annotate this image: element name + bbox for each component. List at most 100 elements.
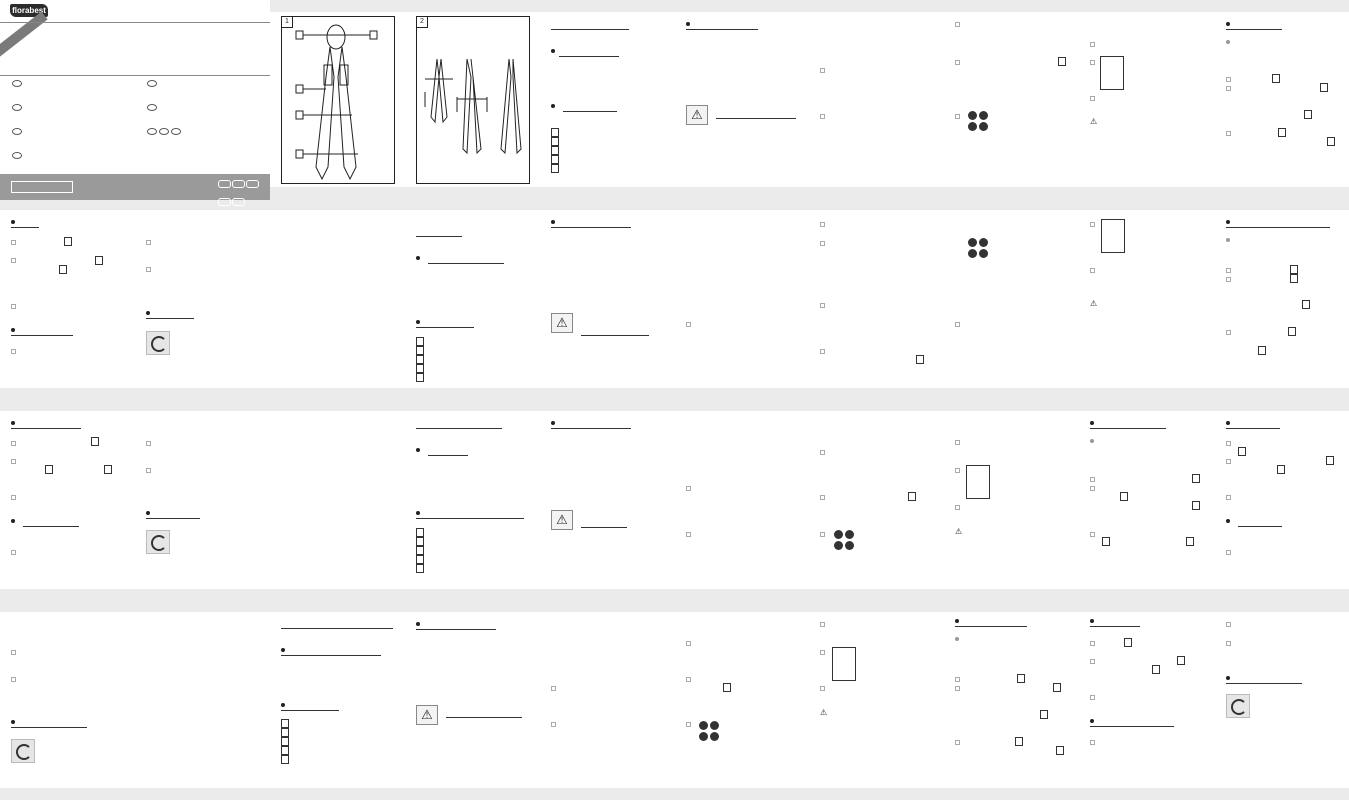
list-marker <box>11 304 16 309</box>
language-codes <box>218 176 260 212</box>
list-marker <box>955 686 960 691</box>
item-number-box <box>416 346 424 355</box>
list-marker <box>1090 659 1095 664</box>
reference-number-box <box>723 683 731 692</box>
list-marker <box>955 114 960 119</box>
item-number-box <box>416 364 424 373</box>
list-marker <box>955 60 960 65</box>
protective-equipment-icon <box>834 530 856 552</box>
item-number-box <box>416 355 424 364</box>
flag-icon <box>12 152 22 159</box>
reference-number-box <box>1258 346 1266 355</box>
item-number-box <box>551 128 559 137</box>
cover-ribbon <box>0 11 48 63</box>
item-number-box <box>281 737 289 746</box>
section-rule <box>581 527 627 528</box>
list-marker <box>146 468 151 473</box>
list-marker <box>1090 42 1095 47</box>
page-band <box>0 187 1349 210</box>
list-marker <box>686 486 691 491</box>
list-marker <box>146 441 151 446</box>
item-number-box <box>551 155 559 164</box>
warning-triangle-icon: ⚠ <box>820 708 828 717</box>
recycle-icon <box>11 739 35 763</box>
list-marker <box>820 349 825 354</box>
item-number-box <box>551 164 559 173</box>
page-band <box>0 388 1349 411</box>
reference-number-box <box>916 355 924 364</box>
bullet-icon <box>281 648 285 652</box>
list-marker <box>820 241 825 246</box>
no-ladder-icon <box>1101 219 1125 253</box>
language-code-badge <box>246 180 259 188</box>
protective-equipment-icon <box>699 721 721 743</box>
section-rule <box>551 29 629 30</box>
reference-number-box <box>1152 665 1160 674</box>
list-marker <box>146 267 151 272</box>
reference-number-box <box>1327 137 1335 146</box>
language-code-badge <box>232 180 245 188</box>
bullet-icon <box>416 256 420 260</box>
list-marker <box>11 495 16 500</box>
list-marker <box>1090 268 1095 273</box>
reference-number-box <box>1015 737 1023 746</box>
reference-number-box <box>1102 537 1110 546</box>
callout-box <box>295 84 304 94</box>
list-marker <box>1090 740 1095 745</box>
language-entry <box>12 152 24 159</box>
cover-footer <box>0 174 270 206</box>
item-number-box <box>416 537 424 546</box>
cover-panel: florabest <box>0 0 270 206</box>
bullet-icon <box>11 220 15 224</box>
reference-number-box <box>1058 57 1066 66</box>
bullet-icon <box>1090 719 1094 723</box>
flag-icon <box>12 104 22 111</box>
list-marker <box>1226 330 1231 335</box>
reference-number-box <box>1326 456 1334 465</box>
reference-number-box <box>1320 83 1328 92</box>
section-rule <box>416 236 462 237</box>
flag-icon <box>171 128 181 135</box>
list-marker <box>1090 695 1095 700</box>
bullet-icon <box>1226 519 1230 523</box>
item-number-box <box>281 719 289 728</box>
list-marker <box>1226 131 1231 136</box>
list-marker <box>686 677 691 682</box>
list-marker <box>955 505 960 510</box>
bullet-dot <box>1090 439 1094 443</box>
item-number-box <box>416 337 424 346</box>
language-entry <box>12 128 24 135</box>
list-marker <box>955 468 960 473</box>
reference-number-box <box>95 256 103 265</box>
bullet-icon <box>1090 421 1094 425</box>
flag-icon <box>147 80 157 87</box>
item-number-box <box>416 373 424 382</box>
flag-icon <box>159 128 169 135</box>
bullet-icon <box>146 511 150 515</box>
reference-number-box <box>1278 128 1286 137</box>
page-band <box>0 788 1349 800</box>
callout-box <box>369 30 378 40</box>
item-number-box <box>281 755 289 764</box>
language-entry <box>147 104 159 111</box>
figure-number: 2 <box>417 17 428 28</box>
list-marker <box>11 650 16 655</box>
item-number-box <box>281 746 289 755</box>
item-number-box <box>416 555 424 564</box>
bullet-icon <box>416 320 420 324</box>
list-marker <box>11 349 16 354</box>
language-entry <box>12 80 24 87</box>
recycle-icon <box>146 530 170 554</box>
bolt-cutter-usage-illustration <box>424 58 522 155</box>
bullet-icon <box>1226 22 1230 26</box>
figure-number: 1 <box>282 17 293 28</box>
list-marker <box>1090 60 1095 65</box>
bullet-icon <box>955 619 959 623</box>
flag-icon <box>12 80 22 87</box>
reference-number-box <box>1288 327 1296 336</box>
section-rule <box>281 628 393 629</box>
no-ladder-icon <box>1100 56 1124 90</box>
warning-triangle-icon: ⚠ <box>955 527 963 536</box>
list-marker <box>686 641 691 646</box>
list-marker <box>1090 222 1095 227</box>
